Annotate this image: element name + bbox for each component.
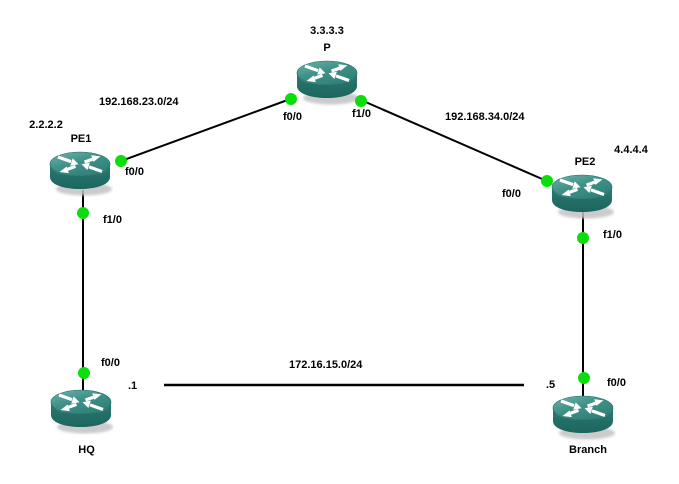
endpoint-dot-pe1-f10 bbox=[77, 207, 89, 219]
label-p-ip: 3.3.3.3 bbox=[310, 25, 344, 37]
label-if-pe2-f10: f1/0 bbox=[603, 229, 622, 241]
label-branch-name: Branch bbox=[569, 444, 607, 456]
label-p-name: P bbox=[323, 42, 331, 54]
label-subnet-hq-branch: 172.16.15.0/24 bbox=[289, 359, 363, 371]
endpoint-dot-pe1-f00 bbox=[115, 155, 127, 167]
label-branch-host-address: .5 bbox=[546, 379, 556, 391]
endpoint-dot-branch-f00 bbox=[578, 372, 590, 384]
endpoint-dot-hq-f00 bbox=[78, 367, 90, 379]
label-if-pe1-f00: f0/0 bbox=[125, 166, 144, 178]
label-subnet-pe1-p: 192.168.23.0/24 bbox=[99, 96, 179, 108]
label-if-pe1-f10: f1/0 bbox=[103, 214, 122, 226]
label-if-hq-f00: f0/0 bbox=[101, 357, 120, 369]
label-pe2-ip: 4.4.4.4 bbox=[614, 144, 648, 156]
label-subnet-p-pe2: 192.168.34.0/24 bbox=[445, 111, 525, 123]
endpoint-dot-pe2-f00 bbox=[541, 175, 553, 187]
label-hq-name: HQ bbox=[78, 444, 95, 456]
label-pe1-ip: 2.2.2.2 bbox=[29, 119, 63, 131]
label-if-pe2-f00: f0/0 bbox=[502, 188, 521, 200]
label-pe1-name: PE1 bbox=[70, 133, 92, 145]
endpoint-dot-pe2-f10 bbox=[577, 232, 589, 244]
label-pe2-name: PE2 bbox=[574, 156, 596, 168]
label-if-p-f10: f1/0 bbox=[352, 108, 371, 120]
label-if-p-f00: f0/0 bbox=[283, 111, 302, 123]
label-hq-host-address: .1 bbox=[128, 380, 138, 392]
link-pe1-p[interactable] bbox=[120, 97, 294, 162]
link-p-pe2[interactable] bbox=[360, 99, 550, 183]
label-if-branch-f00: f0/0 bbox=[607, 377, 626, 389]
endpoint-dot-p-f00 bbox=[285, 93, 297, 105]
endpoint-dot-p-f10 bbox=[355, 95, 367, 107]
